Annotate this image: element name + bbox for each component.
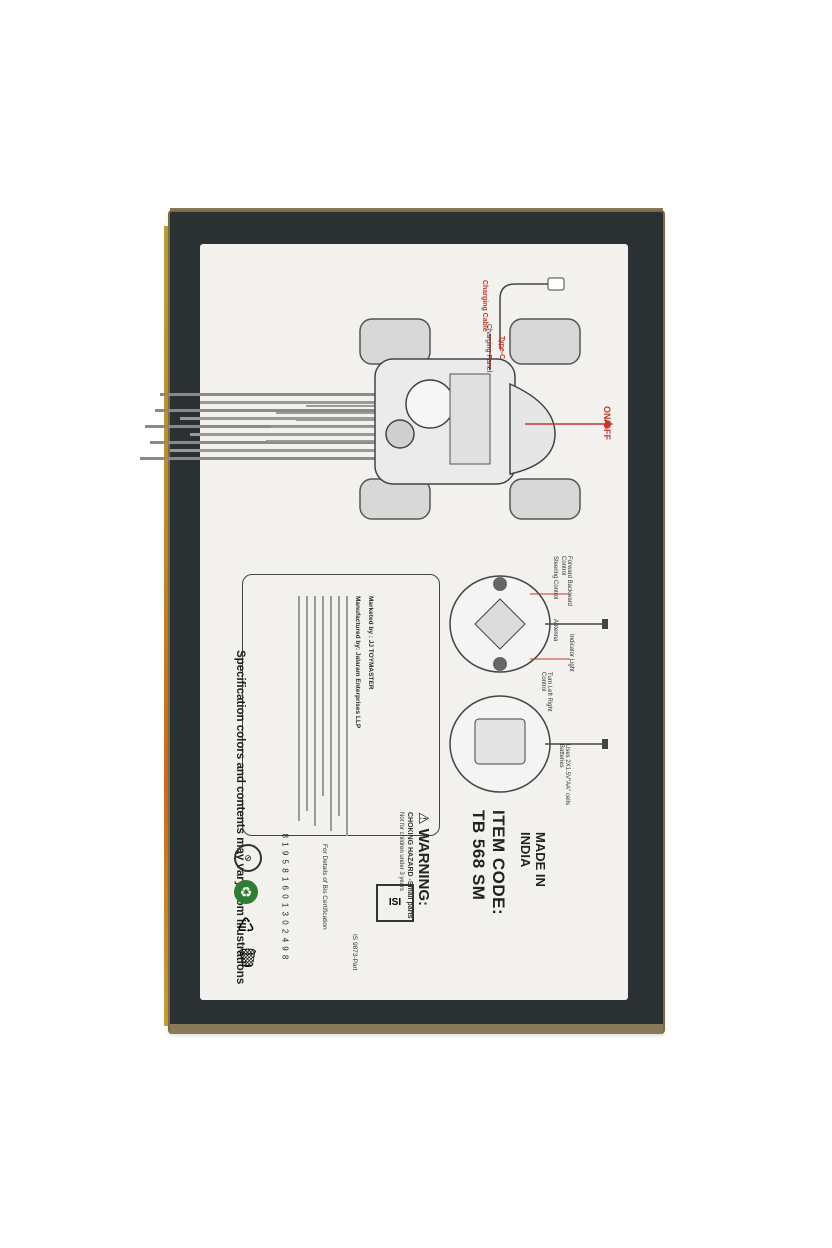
steering-forward-label: Forward Backward Control <box>560 556 572 607</box>
box-side-strip <box>164 226 172 1026</box>
on-off-label: ON/OFF <box>602 406 612 440</box>
warning-note: Not for children under 3 years <box>398 812 404 892</box>
recycle-icon: ♺ <box>237 915 255 937</box>
weee-bin-icon: 🗑 <box>236 948 259 968</box>
remote-diagram <box>449 575 608 793</box>
warning-triangle-icon: ⚠ <box>416 812 432 825</box>
antenna-label: Antenna <box>552 619 558 642</box>
isi-mark: ISI <box>376 884 414 922</box>
manufacturer-text: Marketed by : JJ TOYMASTER Manufactured … <box>292 596 374 856</box>
turn-left-right-label: Turn Left Right Control <box>540 672 552 712</box>
made-in-india: MADE IN INDIA <box>518 832 548 887</box>
box-bottom-flap <box>170 1024 663 1034</box>
wheel-front-right <box>509 318 581 365</box>
steering-label: Steering Control <box>552 556 558 600</box>
warning-block: ⚠ WARNING: CHOKING HAZARD -Small parts N… <box>398 812 432 919</box>
charging-port-label: Charging Panel <box>485 324 492 373</box>
warning-subtitle: CHOKING HAZARD -Small parts <box>406 812 413 919</box>
car-diagram <box>359 277 613 520</box>
info-panel: WARNING: BATTERY INSTRUCTIONS: <box>140 244 628 1000</box>
manufactured-by: Manufactured by: Jalaram Enterprises LLP <box>354 596 361 729</box>
indicator-light-label: Indicator Light <box>568 634 574 672</box>
item-code: ITEM CODE: TB 568 SM <box>469 810 508 916</box>
type-c-label: Type-C <box>498 336 505 360</box>
is-number: IS 9873-Part <box>351 934 358 971</box>
wheel-rear-right <box>509 478 581 520</box>
manufacturer-box: Marketed by : JJ TOYMASTER Manufactured … <box>242 574 440 836</box>
wheel-rear-left <box>359 478 431 520</box>
wheel-front-left <box>359 318 431 365</box>
barcode-digits: 8 1 9 5 8 1 6 0 1 3 0 2 4 9 8 <box>280 833 290 961</box>
green-dot-icon: ♻ <box>234 880 258 904</box>
bis-details: For Details of Bis Certification <box>321 844 328 930</box>
age-warning-icon: ⊘ <box>234 844 262 872</box>
marketed-by: Marketed by : JJ TOYMASTER <box>367 596 374 690</box>
battery-label: Uses 2X1.5V"AA" cells Batteries <box>558 744 570 805</box>
warning-title: WARNING: <box>415 828 432 907</box>
